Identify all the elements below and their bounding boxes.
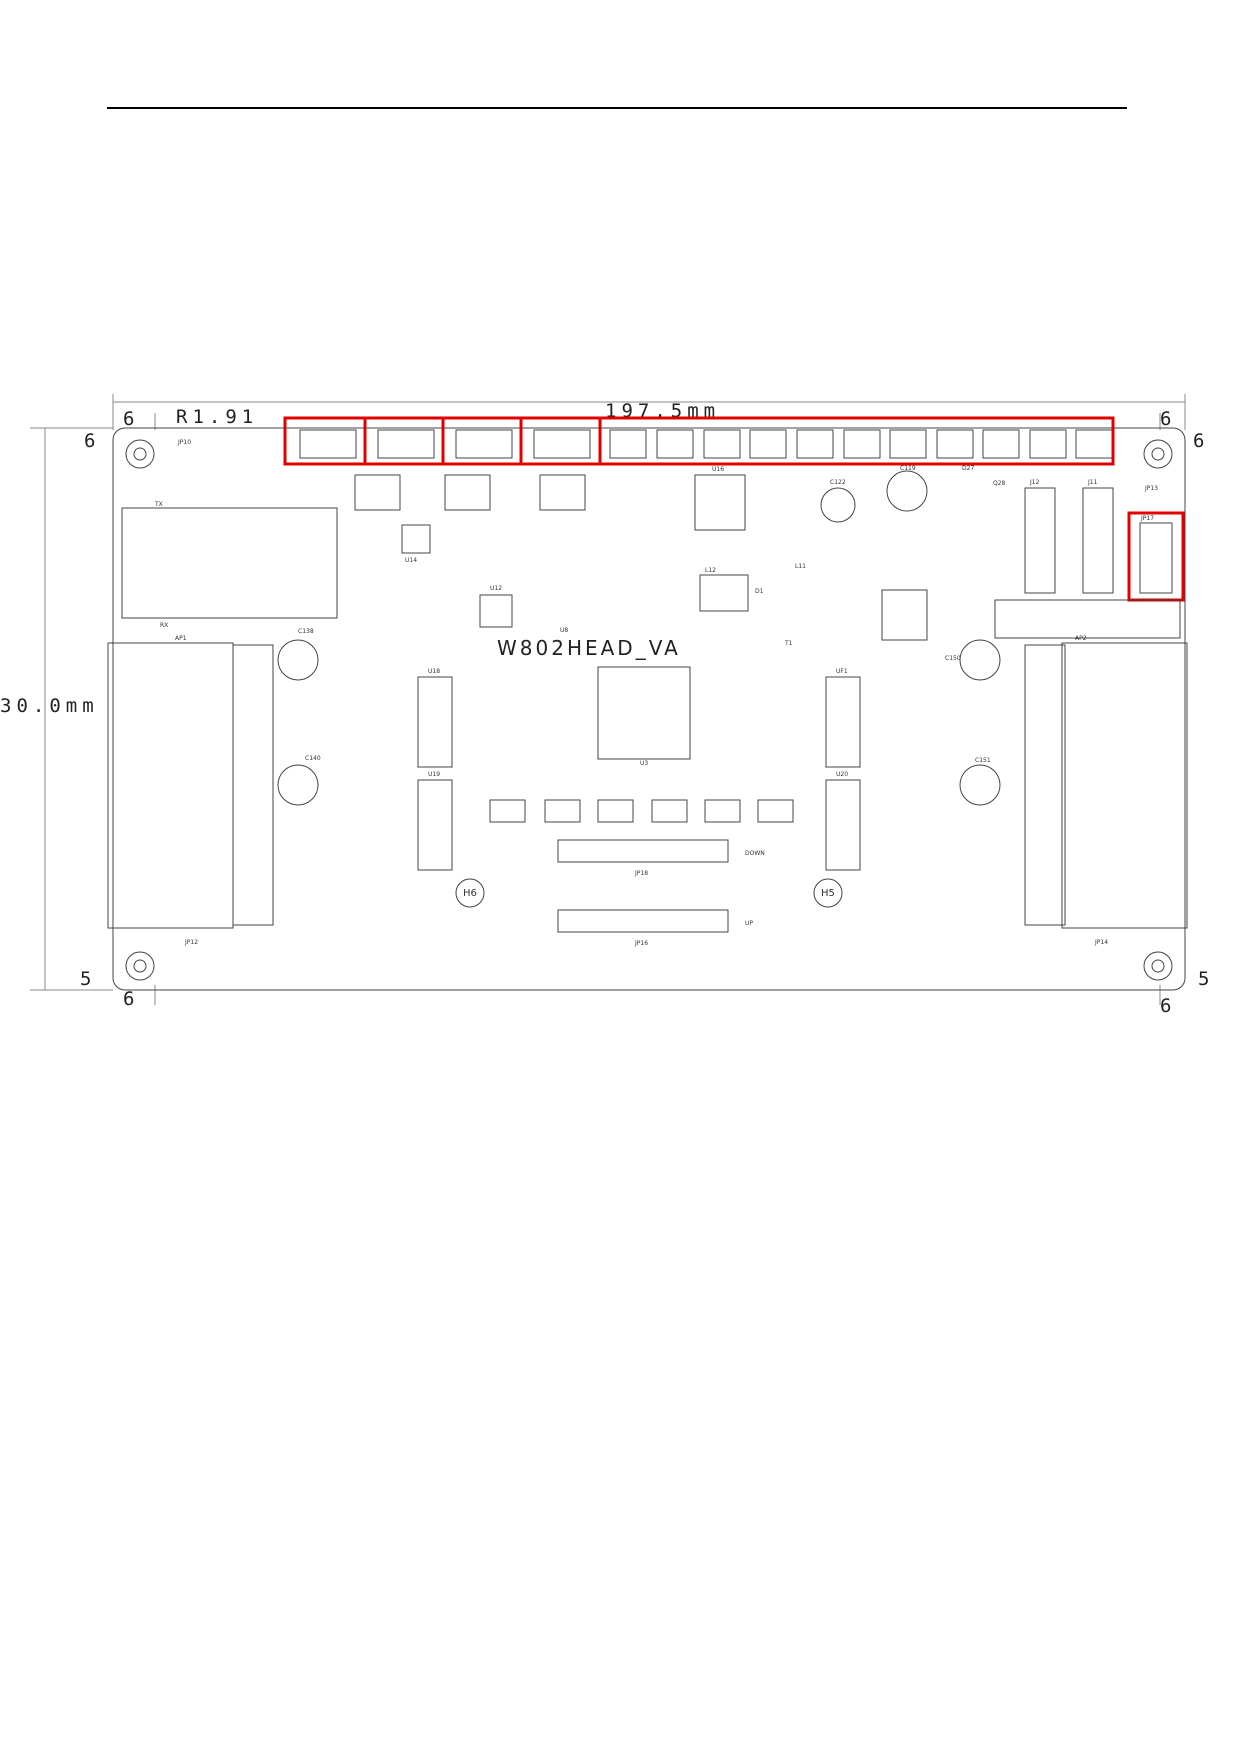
label-c140: C140 (305, 755, 321, 762)
connector-down-label: DOWN (745, 850, 765, 857)
board-name: W802HEAD_VA (497, 636, 681, 660)
label-ap2: AP2 (1075, 635, 1087, 642)
height-dimension: 30.0mm (0, 695, 99, 717)
jp17-connector (1139, 522, 1173, 594)
offset-left-top: 6 (84, 430, 100, 452)
label-rx: RX (160, 622, 168, 629)
label-c138: C138 (298, 628, 314, 635)
board-outline (112, 427, 1186, 991)
offset-bottom-left: 6 (123, 988, 139, 1010)
offset-bottom-right: 6 (1160, 995, 1176, 1017)
highlight-boxes (283, 416, 1185, 602)
components (107, 470, 1188, 933)
top-connectors (299, 429, 1113, 459)
label-d27: D27 (962, 465, 974, 472)
label-u14: U14 (405, 557, 417, 564)
label-u12: U12 (490, 585, 502, 592)
label-jp18: JP18 (634, 870, 648, 877)
label-tx: TX (154, 501, 163, 508)
label-q28: Q28 (993, 480, 1006, 487)
header-rule (107, 107, 1127, 109)
label-jp12: JP12 (184, 939, 198, 946)
hole-h6: H6 (463, 888, 477, 899)
label-t1: T1 (784, 640, 793, 647)
dimension-lines (30, 394, 1186, 1005)
offset-top-left: 6 (123, 408, 139, 430)
label-c150: C150 (945, 655, 961, 662)
label-jp13: JP13 (1144, 485, 1158, 492)
label-jp10: JP10 (177, 439, 191, 446)
label-d1: D1 (755, 588, 764, 595)
label-ap1: AP1 (175, 635, 187, 642)
label-u19: U19 (428, 771, 440, 778)
label-c151: C151 (975, 757, 991, 764)
label-l11: L11 (795, 563, 806, 570)
mounting-holes (125, 439, 1173, 981)
label-u20: U20 (836, 771, 848, 778)
offset-right-top: 6 (1193, 430, 1209, 452)
label-l12: L12 (705, 567, 716, 574)
label-jp14: JP14 (1094, 939, 1108, 946)
label-uf1: UF1 (836, 668, 848, 675)
corner-radius: R1.91 (176, 406, 258, 428)
label-u16: U16 (712, 466, 724, 473)
label-jp17: JP17 (1140, 515, 1154, 522)
hole-h5: H5 (821, 888, 835, 899)
label-u8: U8 (560, 627, 568, 634)
label-jp16: JP16 (634, 940, 648, 947)
label-u3: U3 (640, 760, 648, 767)
label-j11: J11 (1087, 479, 1098, 486)
label-j12: J12 (1029, 479, 1040, 486)
label-u18: U18 (428, 668, 440, 675)
offset-top-right: 6 (1160, 408, 1176, 430)
label-c119: C119 (900, 465, 916, 472)
offset-left-bottom: 5 (80, 968, 96, 990)
connector-up-label: UP (745, 920, 753, 927)
offset-right-bottom: 5 (1198, 968, 1214, 990)
label-c122: C122 (830, 479, 846, 486)
